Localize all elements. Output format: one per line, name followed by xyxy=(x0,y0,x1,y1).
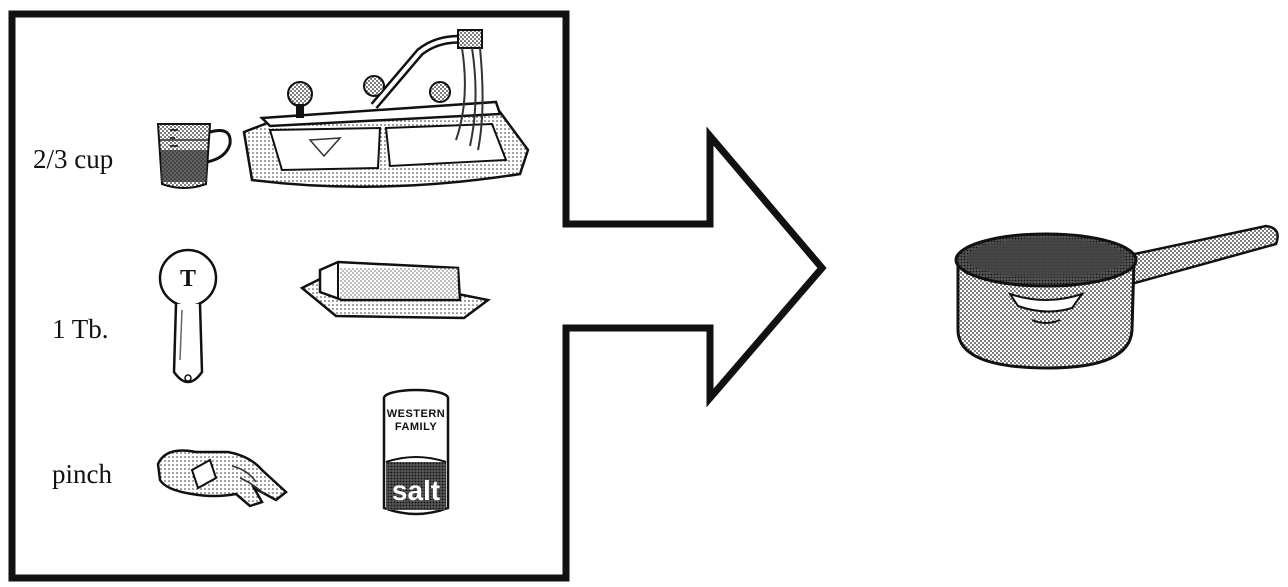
quantity-label-pinch: pinch xyxy=(52,459,112,489)
salt-label: salt xyxy=(392,475,440,506)
sink-faucet-icon xyxy=(242,29,530,188)
salt-container-icon: WESTERN FAMILY salt xyxy=(382,388,450,516)
measuring-cup-icon xyxy=(156,123,232,189)
saucepan-icon xyxy=(954,224,1279,370)
quantity-label-cup: 2/3 cup xyxy=(33,144,114,174)
quantity-label-tablespoon: 1 Tb. xyxy=(52,314,109,344)
tablespoon-letter: T xyxy=(180,266,196,292)
butter-dish-icon xyxy=(299,260,491,320)
tablespoon-icon: T xyxy=(158,248,218,384)
salt-brand-label: WESTERN FAMILY xyxy=(386,408,446,433)
pinch-hand-icon xyxy=(156,449,288,508)
